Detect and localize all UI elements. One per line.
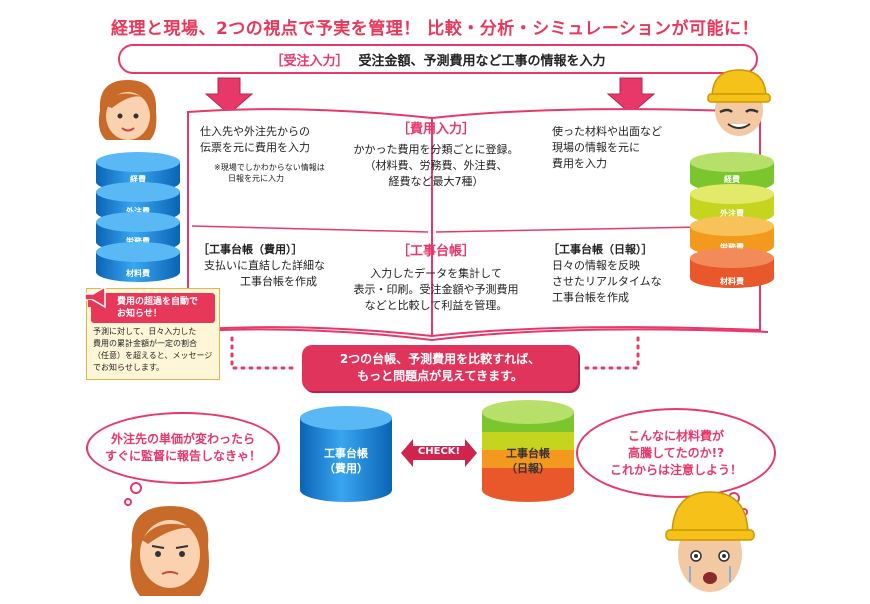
right-cost-stack: 経費 外注費 労務費 材料費: [690, 152, 774, 288]
check-double-arrow: [401, 439, 477, 467]
right-top-line-1: 使った材料や出面など: [552, 125, 662, 138]
right-bubble-line-2: 高騰してたのか!?: [627, 445, 725, 460]
right-stack-label-3: 労務費: [720, 242, 744, 252]
site-worker-icon: [707, 69, 771, 136]
center-ledger-title: ［工事台帳］: [396, 244, 475, 259]
notice-body-line-2: 費用の累計金額が一定の割合: [93, 339, 197, 348]
right-page-ledger: ［工事台帳（日報）］ 日々の情報を反映 させたリアルタイムな 工事台帳を作成: [548, 242, 698, 306]
center-ledger-block: ［工事台帳］ 入力したデータを集計して 表示・印刷。受注金額や予測費用 などと比…: [336, 244, 536, 314]
right-stack-tier-2: 外注費: [690, 184, 774, 224]
left-page-note: ※現場でしかわからない情報は 日報を元に入力: [214, 162, 364, 184]
center-ledger-line-2: 表示・印刷。受注金額や予測費用: [353, 283, 519, 296]
notice-body-line-3: （任意）を超えると、メッセージ: [93, 351, 213, 360]
notice-head-line-2: お知らせ！: [117, 309, 162, 319]
left-stack-tier-4: 材料費: [96, 242, 180, 282]
center-cost-title: ［費用入力］: [396, 122, 475, 137]
ledger-daily-db-label: 工事台帳 （日報）: [478, 446, 578, 476]
ledger-daily-db-icon: [482, 400, 574, 502]
right-page-top: 使った材料や出面など 現場の情報を元に 費用を入力: [552, 124, 702, 172]
worker-surprised-icon: [665, 491, 755, 592]
center-cost-line-3: 経費など最大7種）: [388, 175, 484, 188]
center-ledger-line-3: などと比較して利益を管理。: [364, 299, 508, 312]
right-stack-label-2: 外注費: [720, 208, 744, 218]
right-stack-label-4: 材料費: [720, 276, 744, 286]
left-top-line-1: 仕入先や外注先からの: [200, 125, 310, 138]
notice-head-line-1: 費用の超過を自動で: [117, 297, 199, 307]
notice-body-line-4: でお知らせします。: [93, 363, 165, 372]
right-bubble-line-1: こんなに材料費が: [627, 428, 724, 443]
megaphone-icon: [84, 285, 106, 309]
left-stack-label-3: 労務費: [126, 236, 150, 246]
right-top-line-3: 費用を入力: [552, 157, 607, 170]
left-speech-bubble: 外注先の単価が変わったら すぐに監督に報告しなきゃ！: [86, 412, 280, 484]
right-stack-tier-1: 経費: [690, 152, 774, 192]
left-ledger-line-2: 工事台帳を作成: [240, 275, 317, 288]
connector-left: [230, 336, 300, 370]
order-input-tag: ［受注入力］: [270, 53, 349, 69]
compare-banner: 2つの台帳、予測費用を比較すれば、 もっと問題点が見えてきます。: [302, 345, 578, 391]
connector-right: [580, 336, 640, 370]
right-speech-bubble: こんなに材料費が 高騰してたのか!? これからは注意しよう！: [576, 408, 776, 498]
left-db-line-2: （費用）: [324, 462, 368, 475]
right-stack-tier-4: 材料費: [690, 248, 774, 288]
right-bubble-line-3: これからは注意しよう！: [609, 462, 742, 477]
arrow-down-left-top: [204, 77, 254, 115]
right-ledger-title: ［工事台帳（日報）］: [548, 243, 653, 256]
left-bubble-line-2: すぐに監督に報告しなきゃ！: [104, 449, 261, 463]
ledger-cost-db-icon: [300, 406, 392, 502]
left-stack-label-2: 外注費: [126, 206, 150, 216]
left-db-line-1: 工事台帳: [324, 447, 368, 460]
overrun-notice: 費用の超過を自動で お知らせ！ 予測に対して、日々入力した 費用の累計金額が一定…: [84, 285, 220, 380]
order-input-bar: ［受注入力］ 受注金額、予測費用など工事の情報を入力: [118, 44, 758, 74]
right-db-line-2: （日報）: [506, 462, 550, 475]
left-page-ledger: ［工事台帳（費用）］ 支払いに直結した詳細な 工事台帳を作成: [198, 242, 368, 290]
page-title: 経理と現場、2つの視点で予実を管理！ 比較・分析・シミュレーションが可能に！: [110, 19, 760, 39]
notice-body: 予測に対して、日々入力した 費用の累計金額が一定の割合 （任意）を超えると、メッ…: [87, 323, 219, 377]
left-note-line-1: ※現場でしかわからない情報は: [214, 163, 325, 172]
left-top-line-2: 伝票を元に費用を入力: [200, 141, 310, 154]
left-stack-label-4: 材料費: [126, 268, 150, 278]
center-cost-block: ［費用入力］ かかった費用を分類ごとに登録。 （材料費、労務費、外注費、 経費な…: [340, 122, 532, 190]
right-ledger-line-3: 工事台帳を作成: [552, 291, 629, 304]
left-cost-stack: 経費 外注費 労務費 材料費: [96, 152, 180, 282]
right-stack-label-1: 経費: [724, 174, 740, 184]
center-ledger-line-1: 入力したデータを集計して: [370, 267, 502, 280]
arrow-down-right-top: [606, 77, 656, 115]
right-top-line-2: 現場の情報を元に: [552, 141, 640, 154]
left-bubble-line-1: 外注先の単価が変わったら: [110, 432, 255, 446]
left-stack-label-1: 経費: [130, 174, 146, 184]
banner-line-1: 2つの台帳、予測費用を比較すれば、: [339, 352, 541, 366]
left-note-line-2: 日報を元に入力: [228, 174, 284, 183]
banner-line-2: もっと問題点が見えてきます。: [357, 369, 523, 383]
right-ledger-line-1: 日々の情報を反映: [552, 259, 640, 272]
right-db-line-1: 工事台帳: [506, 447, 550, 460]
left-bubble-tail: [124, 482, 142, 506]
left-ledger-line-1: 支払いに直結した詳細な: [204, 259, 325, 272]
left-ledger-title: ［工事台帳（費用）］: [198, 243, 303, 256]
right-stack-tier-3: 労務費: [690, 216, 774, 256]
notice-head: 費用の超過を自動で お知らせ！: [91, 293, 215, 323]
woman-accountant-icon: [98, 80, 157, 140]
notice-body-line-1: 予測に対して、日々入力した: [93, 327, 197, 336]
center-cost-line-1: かかった費用を分類ごとに登録。: [353, 143, 519, 156]
woman-worried-icon: [130, 506, 209, 596]
check-label: CHECK!: [417, 446, 461, 457]
left-page-top: 仕入先や外注先からの 伝票を元に費用を入力: [200, 124, 350, 156]
center-cost-line-2: （材料費、労務費、外注費、: [364, 159, 508, 172]
ledger-cost-db-label: 工事台帳 （費用）: [296, 446, 396, 476]
right-ledger-line-2: させたリアルタイムな: [552, 275, 662, 288]
order-input-text: 受注金額、予測費用など工事の情報を入力: [358, 53, 606, 69]
